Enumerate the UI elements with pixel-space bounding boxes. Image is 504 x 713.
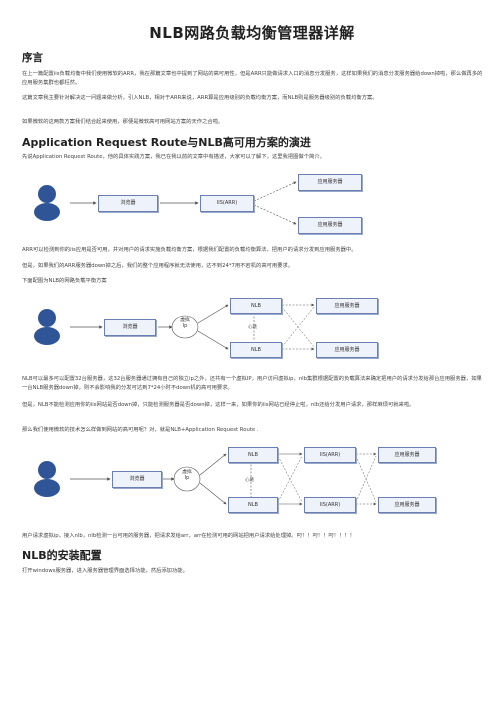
preface-heading: 序言 xyxy=(22,52,43,64)
nlb-box-bottom: NLB xyxy=(230,342,282,358)
virtual-ip-label: 虚拟 Ip xyxy=(172,318,198,330)
virtual-ip-label-line2: Ip xyxy=(184,476,190,481)
paragraph-arr-overview: 先说Application Request Route，他的具体实践方案，我已在… xyxy=(22,154,325,160)
user-icon xyxy=(34,185,60,221)
paragraph-intro: 在上一篇配置iis负载均衡中我们使用微软的ARR，我在那篇文章也中提到了网站的高… xyxy=(22,71,483,86)
app-server-box-top: 应用服务器 xyxy=(316,298,378,314)
nlb-diagram-connectors xyxy=(34,303,315,351)
browser-box: 浏览器 xyxy=(98,195,158,212)
nlb-box-top: NLB xyxy=(228,447,278,463)
paragraph-arr-limitation: 但是，如果我们的ARR服务器down掉之后，我们的整个应用程序就无法使用，达不到… xyxy=(22,263,294,269)
app-server-box-top: 应用服务器 xyxy=(378,447,436,463)
paragraph-nlb-limitation: 但是，NLB不能检测应用你的iis网站是否down掉，只能检测服务器是否down… xyxy=(22,402,415,408)
install-heading: NLB的安装配置 xyxy=(22,549,102,562)
heartbeat-label: 心跳 xyxy=(248,325,257,330)
arr-server-box: IIS(ARR) xyxy=(200,195,254,212)
arr-server-box-top: IIS(ARR) xyxy=(304,447,356,463)
virtual-ip-label-line1: 虚拟 xyxy=(182,470,192,475)
nlb-arr-diagram: 浏览器 虚拟 Ip NLB NLB 心跳 IIS(ARR) IIS(ARR) 应… xyxy=(22,437,462,521)
paragraph-nlb-detail: NLB可以最多可以配置32台服务器，这32台服务器通过拥有自己的独立ip之外，还… xyxy=(22,376,482,391)
app-server-box-bottom: 应用服务器 xyxy=(316,342,378,358)
virtual-ip-label: 虚拟 Ip xyxy=(174,470,200,482)
virtual-ip-label-line2: Ip xyxy=(182,324,188,329)
page-title: NLB网路负载均衡管理器详解 xyxy=(149,24,355,42)
browser-box: 浏览器 xyxy=(104,319,156,336)
paragraph-install-step: 打开windows服务器，进入服务器管理界面选择功能，然后添加功能。 xyxy=(22,568,188,574)
paragraph-arr-detect: ARR可以检测到你的iis应用是否可用，并对用户的请求实施负载均衡方案，根据我们… xyxy=(22,247,357,253)
app-server-box-bottom: 应用服务器 xyxy=(298,217,362,234)
virtual-ip-node xyxy=(171,315,199,339)
app-server-box-top: 应用服务器 xyxy=(298,174,362,191)
nlb-diagram: 浏览器 虚拟 Ip NLB NLB 心跳 应用服务器 应用服务器 xyxy=(22,287,402,367)
nlb-box-top: NLB xyxy=(230,298,282,314)
nlb-box-bottom: NLB xyxy=(228,497,278,513)
heartbeat-label: 心跳 xyxy=(245,478,254,483)
paragraph-request-flow: 用户请求虚拟ip，接入nlb，nlb检测一台可用的服务器，把请求发给arr，ar… xyxy=(22,533,355,539)
virtual-ip-node xyxy=(173,466,201,492)
nlb-arr-diagram-connectors xyxy=(34,452,377,506)
browser-box: 浏览器 xyxy=(112,471,162,488)
user-icon xyxy=(34,461,60,497)
arr-diagram: 浏览器 IIS(ARR) 应用服务器 应用服务器 xyxy=(22,164,402,242)
paragraph-nlb-intro: 这篇文章我主要针对解决这一问题来做分析，引入NLB，相对于ARR来说，ARR算是… xyxy=(22,95,378,101)
paragraph-nlb-figure: 下面配图为NLB的网路负载平衡方案 xyxy=(22,278,107,284)
app-server-box-bottom: 应用服务器 xyxy=(378,497,436,513)
arr-heading: Application Request Route与NLB高可用方案的演进 xyxy=(22,136,311,149)
paragraph-combined-solution: 那么我们使用微软的技术怎么样做到网站的高可用呢？对，就是NLB+Applicat… xyxy=(22,427,259,433)
user-icon xyxy=(34,309,60,345)
virtual-ip-label-line1: 虚拟 xyxy=(180,318,190,323)
arr-diagram-connectors xyxy=(34,181,297,225)
arr-server-box-bottom: IIS(ARR) xyxy=(304,497,356,513)
paragraph-combination: 如果微软的这两款方案我们结合起来使用，那便是微软高可用网站方案的天作之合啦。 xyxy=(22,119,224,125)
